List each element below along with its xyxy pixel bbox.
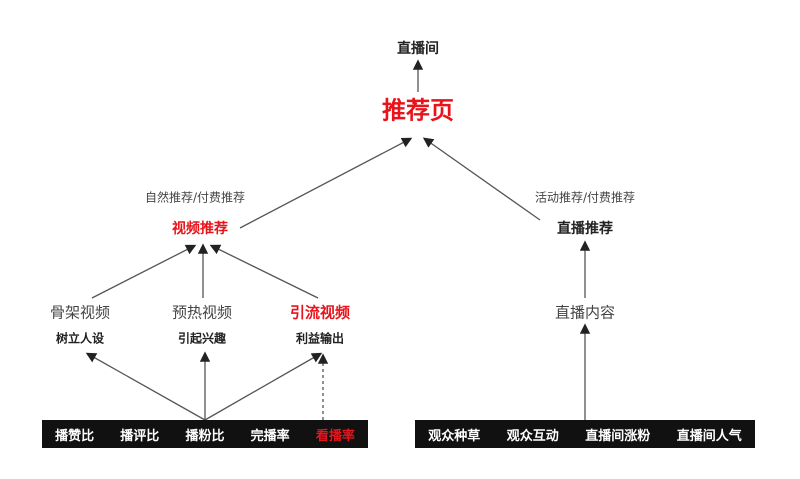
- arrow-skeleton-to-video: [91, 244, 197, 299]
- arrow-traffic-to-video: [209, 244, 319, 299]
- skeleton-video-node: 骨架视频: [49, 303, 111, 322]
- skeleton-video-purpose: 树立人设: [55, 331, 105, 346]
- metric-like-ratio: 播赞比: [55, 428, 95, 444]
- live-content-node: 直播内容: [554, 303, 616, 322]
- metric-completion-rate: 完播率: [250, 428, 290, 444]
- live-recommend-caption: 活动推荐/付费推荐: [534, 190, 636, 205]
- arrow-metrics-to-traffic: [204, 352, 323, 421]
- arrow-live-to-recommend: [422, 137, 541, 221]
- warmup-video-node: 预热视频: [171, 303, 233, 322]
- recommend-page-node: 推荐页: [382, 96, 454, 125]
- metric-comment-ratio: 播评比: [120, 428, 160, 444]
- live-recommend-node: 直播推荐: [557, 221, 613, 237]
- metric-live-follower-growth: 直播间涨粉: [585, 428, 651, 444]
- warmup-video-purpose: 引起兴趣: [177, 331, 227, 346]
- video-recommend-caption: 自然推荐/付费推荐: [144, 190, 246, 205]
- metric-live-popularity: 直播间人气: [676, 428, 742, 444]
- metric-follow-ratio: 播粉比: [185, 428, 225, 444]
- video-metrics-bar: 播赞比 播评比 播粉比 完播率 看播率: [42, 420, 368, 448]
- live-metrics-bar: 观众种草 观众互动 直播间涨粉 直播间人气: [415, 420, 755, 448]
- arrow-metrics-to-skeleton: [85, 352, 206, 421]
- metric-watch-live-rate: 看播率: [315, 428, 355, 444]
- live-room-node: 直播间: [397, 41, 439, 57]
- arrow-video-to-recommend: [239, 137, 413, 229]
- video-recommend-node: 视频推荐: [172, 221, 228, 237]
- traffic-video-purpose: 利益输出: [295, 331, 345, 346]
- metric-audience-seeding: 观众种草: [428, 428, 481, 444]
- traffic-video-node: 引流视频: [289, 303, 351, 322]
- metric-audience-interaction: 观众互动: [506, 428, 559, 444]
